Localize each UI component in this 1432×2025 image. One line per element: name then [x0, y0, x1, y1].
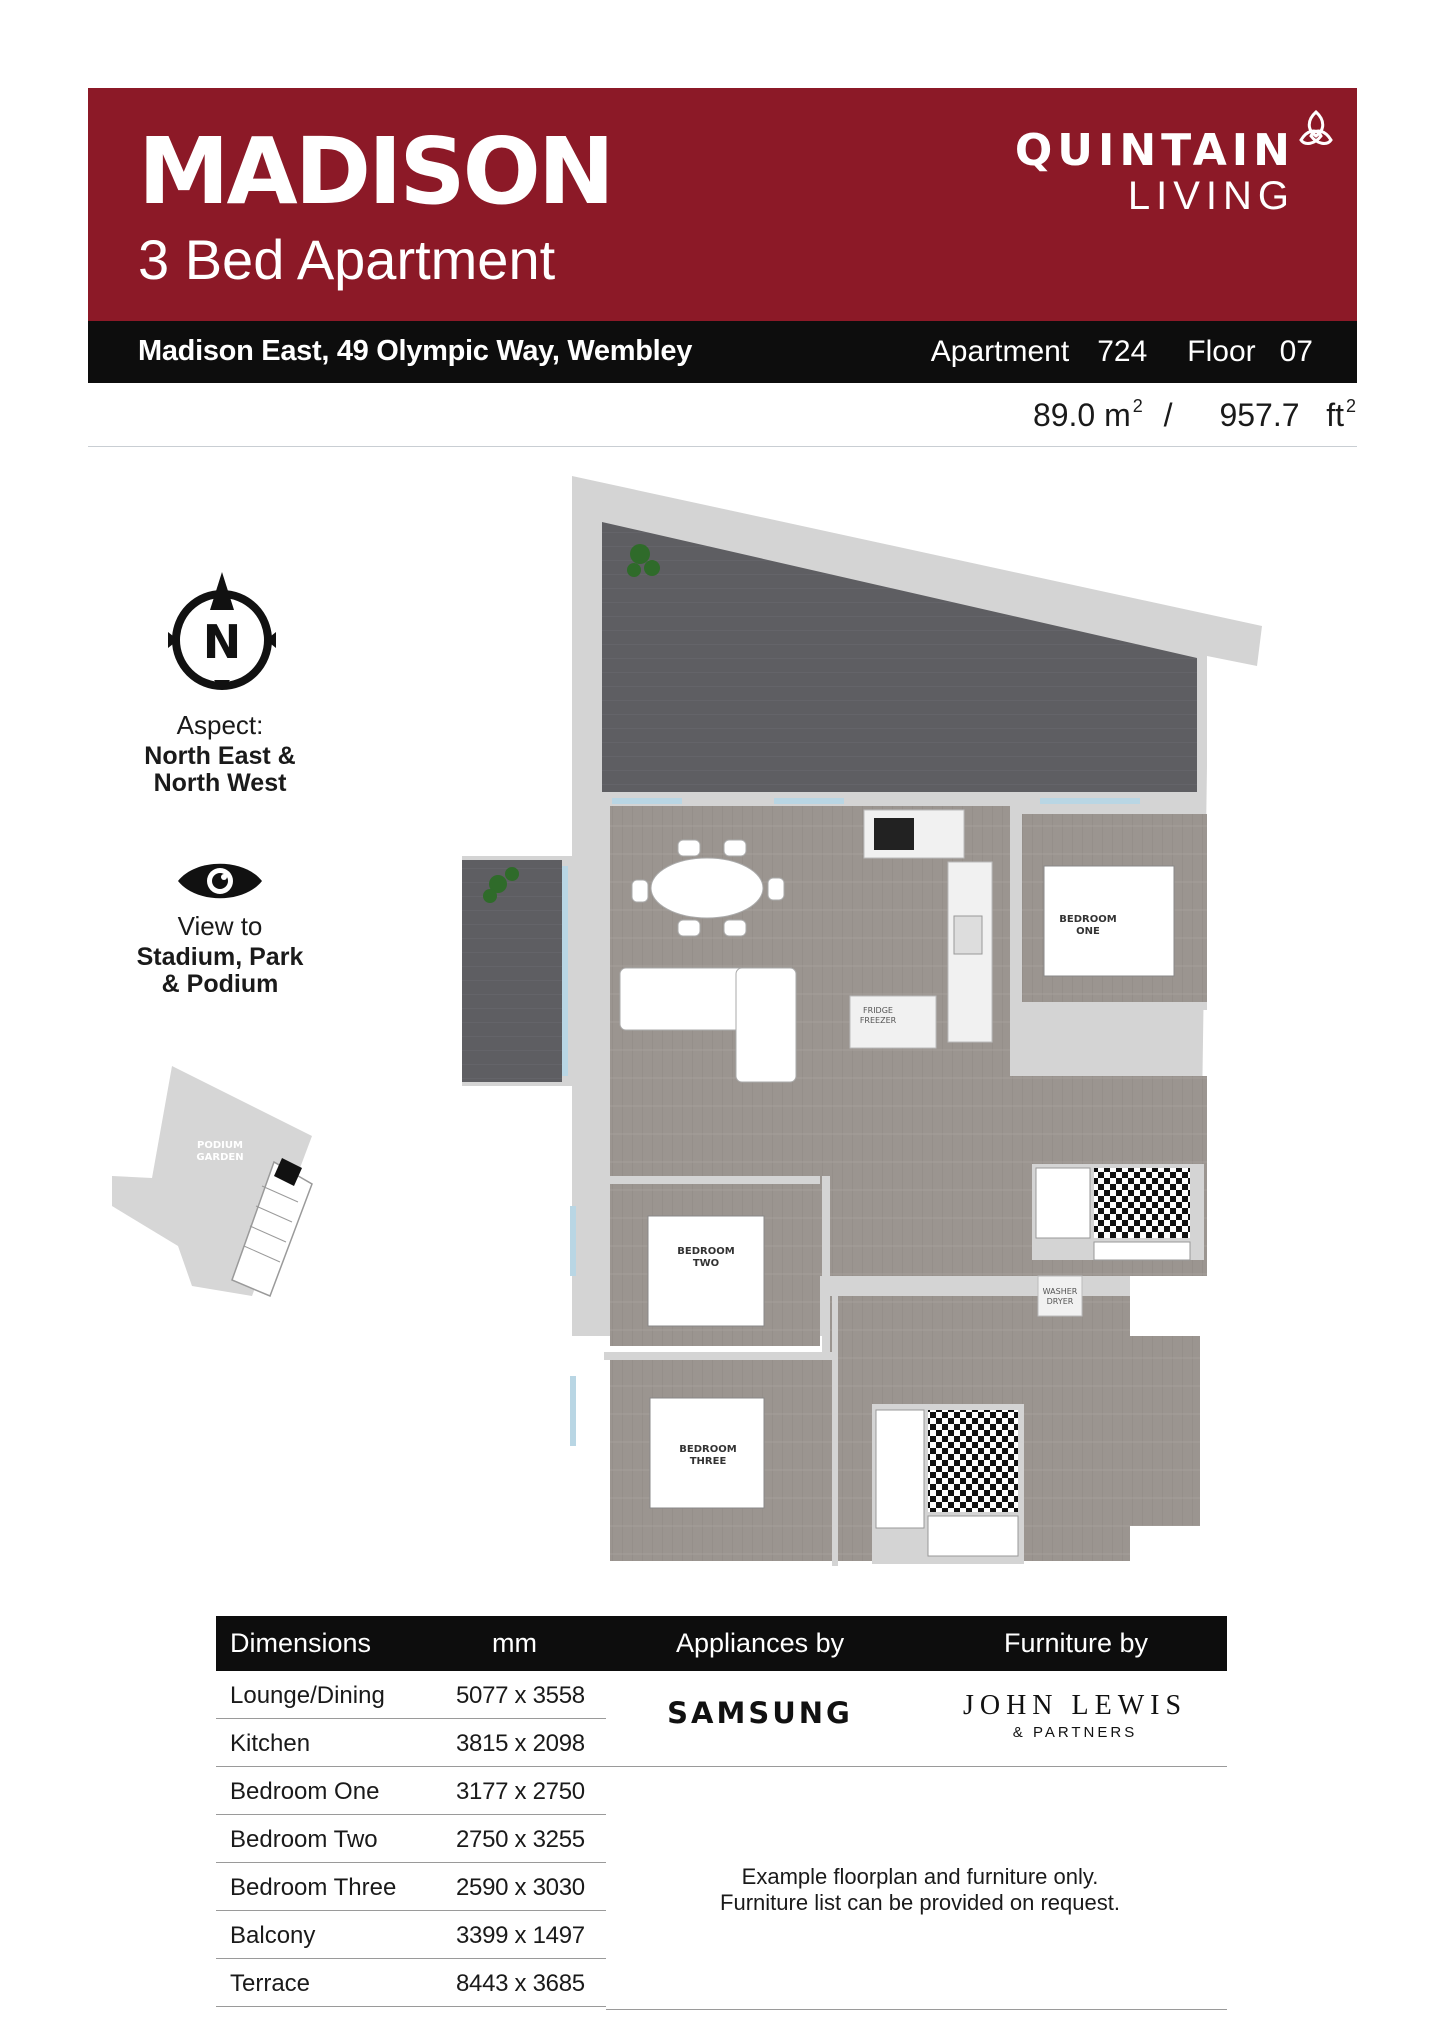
eye-icon	[178, 863, 262, 899]
terrace	[602, 522, 1197, 792]
sink	[953, 915, 983, 955]
floor-number: 07	[1279, 335, 1313, 368]
john-lewis-logo: JOHN LEWIS & PARTNERS	[940, 1690, 1210, 1741]
room-name: Bedroom Two	[230, 1826, 378, 1853]
address: Madison East, 49 Olympic Way, Wembley	[138, 335, 693, 367]
page-title: MADISON	[138, 118, 615, 225]
header-dimensions: Dimensions	[230, 1628, 372, 1658]
view-value: Stadium, Park & Podium	[110, 944, 330, 998]
area-imperial-superscript: 2	[1345, 396, 1356, 416]
area-metric-value: 89.0	[1032, 397, 1096, 433]
washer-label-line1: WASHER	[1043, 1287, 1078, 1296]
room-name: Kitchen	[230, 1730, 311, 1757]
north-compass-icon: N	[168, 572, 276, 690]
room-dimensions: 3815 x 2098	[456, 1730, 585, 1757]
room-dimensions: 3399 x 1497	[456, 1922, 585, 1949]
vendor-divider	[606, 1766, 1227, 1767]
balcony	[462, 860, 562, 1082]
bedroom-three-bed	[649, 1397, 765, 1509]
room-name: Bedroom Three	[230, 1874, 397, 1901]
key-plan: PODIUM GARDEN	[112, 1066, 313, 1297]
view-value-line1: Stadium, Park	[136, 943, 304, 971]
table-row: Bedroom One 3177 x 2750	[216, 1767, 606, 1815]
room-dimensions: 3177 x 2750	[456, 1778, 585, 1805]
sofa	[619, 967, 797, 1083]
floorplan: FRIDGE FREEZER BEDROOM ONE WASHER DRYER …	[462, 476, 1262, 1566]
table-header: Dimensions mm Appliances by Furniture by	[216, 1616, 1227, 1671]
bedroom-two-label-line1: BEDROOM	[677, 1246, 734, 1257]
plant-icon	[483, 544, 660, 903]
dimensions-table: Lounge/Dining 5077 x 3558 Kitchen 3815 x…	[216, 1671, 606, 2007]
area-imperial-value: 957.7	[1219, 397, 1300, 433]
bedroom-one-label-line1: BEDROOM	[1059, 914, 1116, 925]
view-label: View to	[177, 911, 263, 941]
room-name: Lounge/Dining	[230, 1682, 385, 1709]
apartment-info: Apartment 724 Floor 07	[931, 335, 1313, 369]
bedroom-one-bed	[1043, 865, 1175, 977]
bedroom-two-label-line2: TWO	[693, 1258, 719, 1269]
room-dimensions: 2750 x 3255	[456, 1826, 585, 1853]
aspect-value-line2: North West	[153, 769, 287, 797]
bedroom-one-label-line2: ONE	[1076, 926, 1100, 937]
fridge-label-line1: FRIDGE	[863, 1006, 893, 1015]
dining-table	[650, 857, 764, 919]
brand-logo: QUINTAIN LIVING	[1014, 125, 1295, 218]
hob	[874, 818, 914, 850]
fridge-freezer	[849, 995, 937, 1049]
disclaimer-note: Example floorplan and furniture only. Fu…	[640, 1864, 1200, 1916]
table-bottom-rule	[606, 2009, 1227, 2010]
table-row: Kitchen 3815 x 2098	[216, 1719, 606, 1767]
table-row: Lounge/Dining 5077 x 3558	[216, 1671, 606, 1719]
room-dimensions: 8443 x 3685	[456, 1970, 585, 1997]
aspect-value-line1: North East &	[144, 742, 296, 770]
compass-letter: N	[203, 615, 242, 669]
page-subtitle: 3 Bed Apartment	[138, 228, 556, 291]
aspect-value: North East & North West	[110, 743, 330, 797]
bedroom-three-label-line2: THREE	[690, 1456, 727, 1467]
washer-dryer	[1037, 1275, 1083, 1317]
info-bar: Madison East, 49 Olympic Way, Wembley Ap…	[88, 321, 1357, 383]
table-row: Balcony 3399 x 1497	[216, 1911, 606, 1959]
bedroom-two-bed	[647, 1215, 765, 1327]
bedroom-three-label-line1: BEDROOM	[679, 1444, 736, 1455]
john-lewis-name: JOHN LEWIS	[962, 1690, 1188, 1721]
area-metric-unit: m	[1104, 397, 1131, 433]
area-separator: /	[1163, 397, 1173, 433]
fridge-label-line2: FREEZER	[860, 1016, 897, 1025]
floor-label: Floor	[1187, 335, 1256, 368]
brand-name-bottom: LIVING	[1127, 174, 1295, 218]
brand-name-top: QUINTAIN	[1014, 125, 1295, 176]
header-divider	[88, 446, 1357, 447]
john-lewis-partners: & PARTNERS	[1012, 1724, 1138, 1741]
room-name: Terrace	[230, 1970, 311, 1997]
apartment-number: 724	[1097, 335, 1148, 368]
washer-label-line2: DRYER	[1047, 1297, 1074, 1306]
header-banner: MADISON 3 Bed Apartment QUINTAIN LIVING	[88, 88, 1357, 321]
keyplan-garden-line1: PODIUM	[197, 1140, 243, 1151]
apartment-label: Apartment	[930, 335, 1070, 368]
table-row: Terrace 8443 x 3685	[216, 1959, 606, 2007]
view-value-line2: & Podium	[161, 970, 279, 998]
note-line2: Furniture list can be provided on reques…	[720, 1890, 1120, 1915]
table-row: Bedroom Three 2590 x 3030	[216, 1863, 606, 1911]
room-name: Bedroom One	[230, 1778, 380, 1805]
room-name: Balcony	[230, 1922, 316, 1949]
room-dimensions: 5077 x 3558	[456, 1682, 585, 1709]
keyplan-garden-line2: GARDEN	[196, 1152, 243, 1163]
area-imperial-unit: ft	[1326, 397, 1344, 433]
room-dimensions: 2590 x 3030	[456, 1874, 585, 1901]
aspect-label: Aspect:	[176, 710, 264, 740]
note-line1: Example floorplan and furniture only.	[741, 1864, 1099, 1889]
brand-trefoil-icon	[1299, 109, 1333, 145]
header-mm: mm	[492, 1628, 537, 1658]
samsung-logo: SAMSUNG	[667, 1696, 853, 1730]
header-furniture: Furniture by	[1004, 1628, 1149, 1658]
area-metric-superscript: 2	[1132, 396, 1143, 416]
header-appliances: Appliances by	[676, 1628, 845, 1658]
table-row: Bedroom Two 2750 x 3255	[216, 1815, 606, 1863]
